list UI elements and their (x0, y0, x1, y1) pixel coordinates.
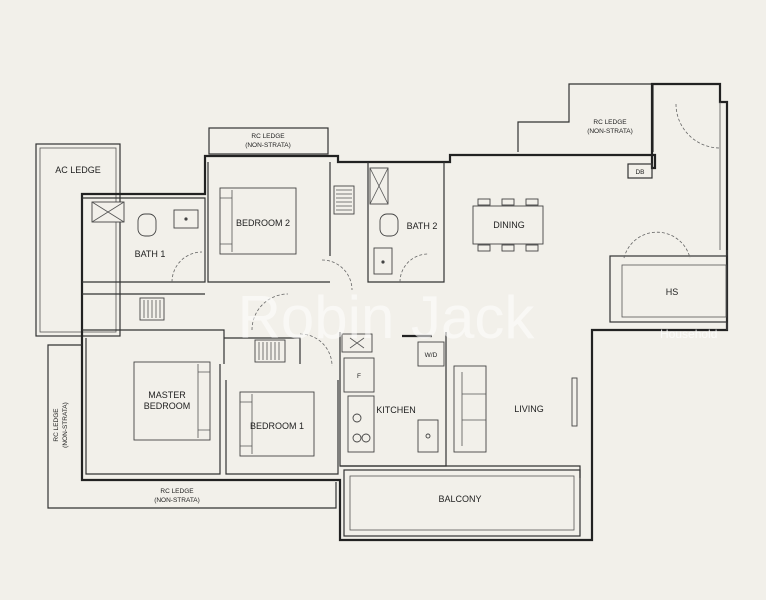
rc-ledge-topright-label: RC LEDGE (593, 119, 627, 126)
balcony-label: BALCONY (438, 494, 481, 504)
bath-2-basin-drain (381, 260, 385, 264)
corridor-wall (82, 293, 301, 364)
ac-ledge-label: AC LEDGE (55, 165, 101, 175)
hs-door-swing (623, 231, 691, 259)
hs-outer (609, 255, 728, 323)
bath-2-shower-cross (369, 167, 389, 205)
kitchen-label: KITCHEN (376, 405, 416, 415)
rc-ledge-left-outline (47, 344, 337, 509)
rc-ledge-left-sublabel: (NON-STRATA) (62, 402, 69, 448)
bath-1-walls (82, 197, 206, 283)
db-box (627, 163, 653, 179)
balcony-outline (343, 469, 581, 537)
bedroom-2-wardrobe-lines (336, 189, 352, 211)
master-door-swing (251, 293, 289, 331)
rc-ledge-left-label: RC LEDGE (53, 408, 60, 442)
rc-ledge-top-outline (208, 127, 329, 155)
wd-box (417, 341, 445, 367)
entrance-door-swing (675, 103, 721, 149)
watermark-main: Robin Jack (238, 284, 536, 351)
dining-chair (477, 198, 491, 206)
tv-console (571, 377, 578, 427)
living-label: LIVING (514, 404, 544, 414)
bedroom-1-walls (225, 380, 339, 475)
master-bedroom-walls (85, 338, 221, 475)
sofa (453, 365, 487, 453)
bedroom-1-wardrobe-lines (258, 342, 280, 360)
bedroom-1-label: BEDROOM 1 (250, 421, 304, 431)
bedroom-2-label: BEDROOM 2 (236, 218, 290, 228)
bedroom-2-walls (207, 162, 331, 283)
ac-ledge-outline (35, 143, 121, 337)
kitchen-sink-drain (425, 433, 431, 439)
dining-chair (525, 244, 539, 252)
wd-label: W/D (425, 352, 438, 359)
kitchen-counter-left (347, 395, 375, 453)
bedroom-2-door-swing (321, 259, 353, 291)
dining-chair (501, 244, 515, 252)
watermark-brand: Household (660, 327, 717, 341)
bedroom-2-wardrobe (333, 185, 355, 215)
bath-2-label: BATH 2 (407, 221, 438, 231)
bedroom-1-wardrobe (254, 339, 286, 363)
rc-ledge-topright-sublabel: (NON-STRATA) (587, 128, 633, 135)
rc-ledge-bottom-sublabel: (NON-STRATA) (154, 497, 200, 504)
bedroom-2-bed-pillow (220, 190, 233, 252)
bath-2-wc (379, 213, 399, 237)
kitchen-hob-top-lines (349, 337, 365, 349)
bath-2-walls (367, 162, 445, 283)
ac-ledge-inner (39, 147, 117, 333)
rc-ledge-top-sublabel: (NON-STRATA) (245, 142, 291, 149)
master-bed-pillow (197, 364, 210, 438)
dining-chair (477, 244, 491, 252)
outer-wall (80, 82, 729, 542)
hs-label: HS (666, 287, 679, 297)
rc-ledge-top-label: RC LEDGE (251, 133, 285, 140)
bedroom-1-bed-pillow (240, 394, 253, 454)
bedroom-1-door-swing (299, 333, 333, 367)
master-bedroom-label-1: MASTER (148, 390, 186, 400)
dining-chair (525, 198, 539, 206)
master-bed (133, 361, 211, 441)
balcony-inner (349, 475, 575, 531)
bedroom-2-bed (219, 187, 297, 255)
bath-1-shower-cross (91, 201, 125, 223)
rc-ledge-bottom-label: RC LEDGE (160, 488, 194, 495)
hob-burner (361, 433, 371, 443)
bath-1-basin-drain (184, 217, 188, 221)
bath-1-door-swing (171, 251, 203, 283)
fridge-box (343, 357, 375, 393)
bath-1-wc (137, 213, 157, 237)
hob-burner (352, 433, 362, 443)
hs-inner (621, 264, 727, 318)
db-label: DB (635, 169, 644, 176)
dining-chair (501, 198, 515, 206)
corridor-wardrobe-lines (143, 300, 161, 318)
master-bedroom-label-2: BEDROOM (144, 401, 191, 411)
dining-table (472, 205, 544, 245)
fridge-label: F (357, 373, 361, 380)
bath-2-door-swing (399, 253, 429, 283)
dining-label: DINING (493, 220, 525, 230)
hob-burner (352, 413, 362, 423)
bath-1-label: BATH 1 (135, 249, 166, 259)
rc-ledge-topright-outline (517, 83, 654, 152)
sofa-lines (461, 372, 486, 446)
